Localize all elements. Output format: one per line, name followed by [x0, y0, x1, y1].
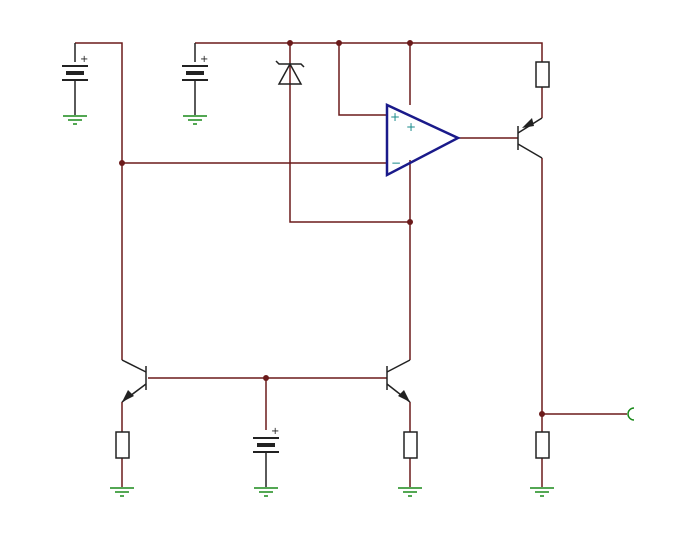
output-terminal-icon[interactable]	[627, 407, 635, 421]
ground-icon	[254, 487, 278, 497]
left-battery-wire	[75, 42, 123, 360]
zener-return-wire	[289, 43, 410, 223]
zener-diode-icon	[275, 60, 305, 85]
resistor-icon	[535, 431, 550, 459]
junction-node	[407, 40, 413, 46]
battery-plus-label: +	[200, 54, 208, 65]
ground-icon	[530, 487, 554, 497]
opamp-minus-label: −	[391, 156, 401, 170]
battery-bottom: +	[253, 426, 279, 487]
resistors	[115, 61, 550, 459]
junction-node	[539, 411, 545, 417]
opamp-plus-label: +	[390, 110, 400, 124]
resistor-icon	[115, 431, 130, 459]
resistor-icon	[403, 431, 418, 459]
resistor-icon	[535, 61, 550, 88]
ground-icon	[110, 487, 134, 497]
junction-node	[287, 40, 293, 46]
battery-plus-label: +	[80, 54, 88, 65]
battery-plus-label: +	[271, 426, 279, 437]
ground-symbols	[63, 115, 554, 497]
npn-transistor-icon-left	[121, 359, 147, 403]
ground-icon	[63, 115, 87, 125]
npn-transistor-icon-right	[386, 359, 411, 403]
junction-node	[407, 219, 413, 225]
opamp-icon: + + −	[385, 103, 461, 178]
ground-icon	[398, 487, 422, 497]
junction-node	[119, 160, 125, 166]
ground-icon	[183, 115, 207, 125]
pnp-transistor-icon	[517, 117, 543, 159]
battery-middle: +	[182, 43, 208, 115]
battery-left: +	[62, 43, 88, 115]
junction-node	[336, 40, 342, 46]
junction-nodes	[119, 40, 545, 417]
opamp-plus-wire	[338, 43, 387, 116]
junction-node	[263, 375, 269, 381]
wires	[75, 42, 627, 487]
opamp-inner-plus-label: +	[406, 120, 416, 134]
top-supply-rail	[195, 42, 543, 62]
